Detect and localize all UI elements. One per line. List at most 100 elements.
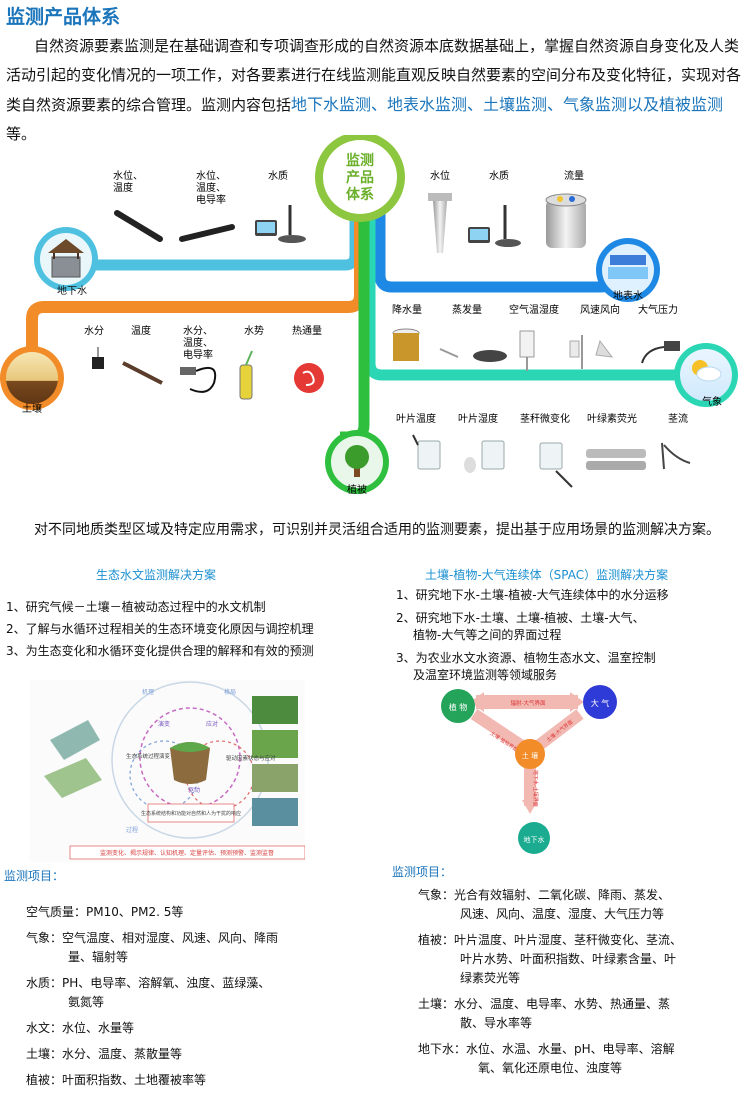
stem-micro-change-sensor-icon xyxy=(539,442,573,488)
list-item: 土壤：水分、温度、电导率、水势、热通量、蒸散、导水率等 xyxy=(418,997,671,1030)
list-item: 植被：叶片温度、叶片湿度、茎秆微变化、茎流、叶片水势、叶面积指数、叶绿素含量、叶… xyxy=(418,933,683,985)
svg-text:水位、: 水位、 xyxy=(113,169,143,182)
spac-list: 1、研究地下水-土壤-植被-大气连续体中的水分运移 2、研究地下水-土壤、土壤-… xyxy=(396,587,746,684)
svg-text:生态系统过程演变: 生态系统过程演变 xyxy=(126,752,171,760)
surfacewater-node: 地表水 xyxy=(596,238,660,302)
svg-text:植 物: 植 物 xyxy=(449,702,468,712)
svg-text:叶绿素荧光: 叶绿素荧光 xyxy=(587,412,637,425)
list-item: 2、研究地下水-土壤、土壤-植被、土壤-大气、 xyxy=(396,611,645,625)
svg-text:温度: 温度 xyxy=(113,181,133,194)
barometer-icon xyxy=(641,341,680,364)
list-item: 气象：空气温度、相对湿度、风速、风向、降雨量、辐射等 xyxy=(26,931,279,964)
monitoring-system-diagram: 监测 产品 体系 地下水 水位、 温度 水位、 温度、 电导率 水质 水位 水质… xyxy=(0,135,738,496)
wind-sensor-icon xyxy=(569,335,614,369)
list-item: 植被：叶面积指数、土地覆被率等 xyxy=(26,1073,207,1087)
svg-text:地下水: 地下水 xyxy=(524,835,545,844)
leaf-temperature-sensor-icon xyxy=(412,434,441,470)
well-icon xyxy=(51,256,81,278)
soil-temperature-probe-icon xyxy=(122,361,163,385)
center-line2: 产品 xyxy=(346,169,374,186)
svg-text:植被: 植被 xyxy=(347,483,367,496)
sap-flow-sensor-icon xyxy=(661,442,691,470)
list-item: 1、研究气候－土壤－植被动态过程中的水文机制 xyxy=(6,600,266,614)
svg-text:驱动因素状态与应对: 驱动因素状态与应对 xyxy=(226,754,276,762)
svg-text:水位: 水位 xyxy=(430,169,450,182)
list-item: 水质：PH、电导率、溶解氧、浊度、蓝绿藻、氨氮等 xyxy=(26,976,271,1009)
plant-node xyxy=(441,689,475,723)
svg-text:热通量: 热通量 xyxy=(292,324,322,337)
list-item: 水文：水位、水量等 xyxy=(26,1021,135,1035)
svg-text:温度、: 温度、 xyxy=(183,336,213,349)
right-monitor-title: 监测项目： xyxy=(392,865,453,879)
weather-node: 气象 xyxy=(674,343,738,408)
svg-text:茎流: 茎流 xyxy=(668,412,688,425)
leaf-wetness-sensor-icon xyxy=(464,440,505,473)
svg-text:温度、: 温度、 xyxy=(196,181,226,194)
svg-text:土壤: 土壤 xyxy=(22,402,42,415)
temp-humidity-shield-icon xyxy=(519,330,535,371)
svg-text:茎秆微变化: 茎秆微变化 xyxy=(520,412,570,425)
rain-gauge-icon xyxy=(392,328,420,361)
svg-text:水位、: 水位、 xyxy=(196,169,226,182)
list-item: 2、了解与水循环过程相关的生态环境变化原因与调控机理 xyxy=(6,622,314,636)
svg-text:辐射-大气界面: 辐射-大气界面 xyxy=(511,699,546,707)
svg-text:土 壤: 土 壤 xyxy=(522,751,538,760)
spac-diagram: 辐射-大气界面 土壤-植物界面 土壤-大气界面 地下水-土壤界面 植 物 大 气… xyxy=(441,685,617,854)
list-item: 气象：光合有效辐射、二氧化碳、降雨、蒸发、风速、风向、温度、湿度、大气压力等 xyxy=(418,888,671,921)
svg-text:降水量: 降水量 xyxy=(392,303,422,316)
scenario-paragraph: 对不同地质类型区域及特定应用需求，可识别并灵活组合适用的监测要素，提出基于应用场… xyxy=(34,522,720,538)
svg-text:空气温湿度: 空气温湿度 xyxy=(509,303,559,316)
soil-node: 土壤 xyxy=(0,346,64,415)
svg-text:流量: 流量 xyxy=(564,169,584,182)
vegetation-node: 植被 xyxy=(325,430,389,496)
svg-text:演变: 演变 xyxy=(158,720,170,728)
weather-pipe xyxy=(364,207,700,381)
svg-text:地表水: 地表水 xyxy=(613,289,643,302)
list-item: 3、为生态变化和水循环变化提供合理的解释和有效的预测 xyxy=(6,644,314,658)
surface-quality-meter-icon xyxy=(468,205,521,247)
svg-text:地下水: 地下水 xyxy=(57,284,87,297)
intro-text: 自然资源要素监测是在基础调查和专项调查形成的自然资源本底数据基础上，掌握自然资源… xyxy=(6,37,742,114)
list-item: 土壤：水分、温度、蒸散量等 xyxy=(26,1047,183,1061)
eco-hydro-title: 生态水文监测解决方案 xyxy=(96,568,217,582)
svg-text:应对: 应对 xyxy=(206,720,218,728)
center-line1: 监测 xyxy=(346,152,374,169)
left-monitor-title: 监测项目： xyxy=(4,869,65,883)
soil-water-potential-icon xyxy=(239,350,253,400)
water-level-probe-icon xyxy=(114,210,163,242)
svg-text:叶片温度: 叶片温度 xyxy=(396,412,436,425)
list-item: 地下水：水位、水温、水量、pH、电导率、溶解氧、氧化还原电位、浊度等 xyxy=(418,1042,675,1075)
soil-spac-node xyxy=(515,739,545,769)
svg-text:过程: 过程 xyxy=(126,826,138,834)
flow-meter-icon xyxy=(545,193,587,248)
svg-text:格局: 格局 xyxy=(224,688,236,696)
heat-flux-plate-icon xyxy=(294,363,324,393)
svg-text:地下水-土壤界面: 地下水-土壤界面 xyxy=(532,770,539,807)
svg-text:风速风向: 风速风向 xyxy=(580,303,620,316)
svg-text:水分: 水分 xyxy=(84,325,104,337)
list-item: 3、为农业水文水资源、植物生态水文、温室控制 xyxy=(396,651,656,665)
eco-hydro-figure: 生态系统过程演变 驱动因素状态与应对 生态系统结构和功能对自然和人为干扰的响应 … xyxy=(30,680,305,862)
svg-text:蒸发量: 蒸发量 xyxy=(452,303,482,316)
radar-level-icon xyxy=(428,193,452,253)
svg-text:大气压力: 大气压力 xyxy=(638,303,678,316)
water-quality-meter-icon xyxy=(255,205,306,243)
svg-text:电导率: 电导率 xyxy=(196,193,226,206)
atmosphere-node xyxy=(583,685,617,719)
chlorophyll-fluorescence-sensor-icon xyxy=(586,449,646,470)
svg-text:水分、: 水分、 xyxy=(183,325,213,337)
intro-paragraph: 自然资源要素监测是在基础调查和专项调查形成的自然资源本底数据基础上，掌握自然资源… xyxy=(6,32,746,149)
svg-text:机理: 机理 xyxy=(142,688,154,696)
list-item: 空气质量：PM10、PM2. 5等 xyxy=(26,905,184,919)
eco-hydro-list: 1、研究气候－土壤－植被动态过程中的水文机制 2、了解与水循环过程相关的生态环境… xyxy=(6,596,386,662)
groundwater-spac-node xyxy=(518,822,550,854)
intro-highlight: 地下水监测、地表水监测、土壤监测、气象监测以及植被监测 xyxy=(291,95,724,114)
svg-text:电导率: 电导率 xyxy=(183,348,213,361)
intro-end: 等。 xyxy=(6,125,37,143)
svg-text:水质: 水质 xyxy=(489,170,509,182)
list-item: 1、研究地下水-土壤-植被-大气连续体中的水分运移 xyxy=(396,588,669,602)
svg-text:气象: 气象 xyxy=(702,395,722,408)
svg-text:叶片湿度: 叶片湿度 xyxy=(458,412,498,425)
groundwater-node: 地下水 xyxy=(34,227,98,297)
svg-text:监测变化、揭示规律、认知机理、定量评估、预测预警、监测监督: 监测变化、揭示规律、认知机理、定量评估、预测预警、监测监督 xyxy=(100,849,274,857)
